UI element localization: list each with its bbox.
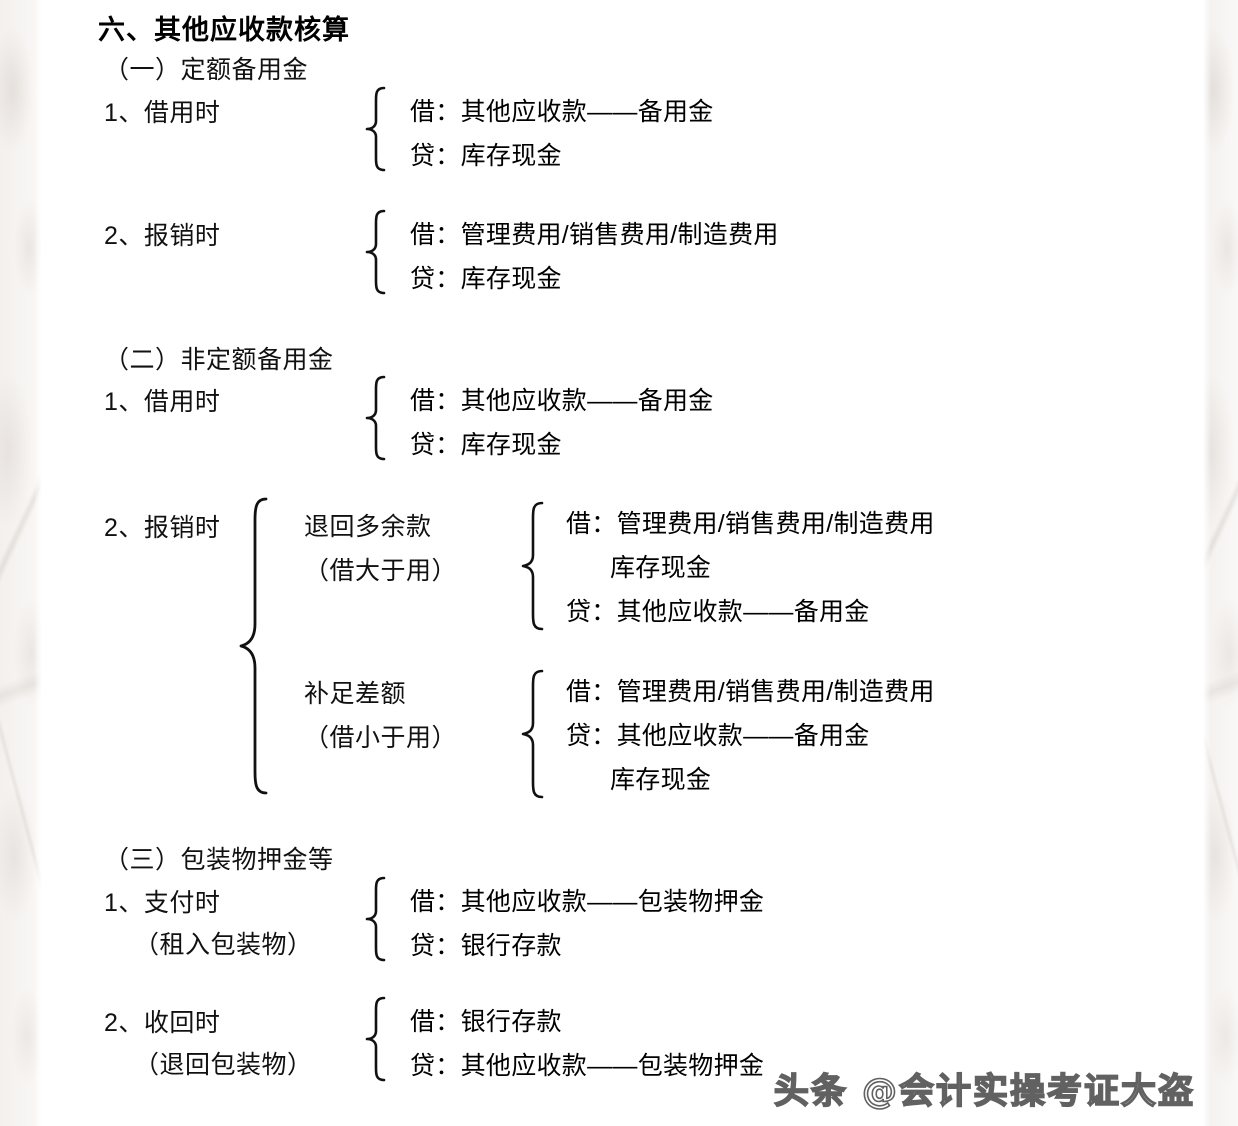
section-3-item-2-sublabel: （退回包装物） — [134, 1051, 313, 1079]
section-2-item-1-label: 1、借用时 — [104, 388, 221, 416]
entry-line: 贷：库存现金 — [410, 431, 562, 459]
section-heading-2: （二）非定额备用金 — [104, 346, 334, 374]
section-2-branch-2-entry: 借：管理费用/销售费用/制造费用 贷：其他应收款——备用金 库存现金 — [566, 670, 935, 802]
brace-section-2-item-2-outer — [238, 496, 272, 796]
entry-line: 借：其他应收款——备用金 — [410, 98, 714, 126]
section-2-branch-1-label: 退回多余款 （借大于用） — [304, 505, 457, 593]
entry-line: 贷：库存现金 — [410, 265, 562, 293]
section-1-item-1-entry: 借：其他应收款——备用金 贷：库存现金 — [410, 90, 714, 178]
entry-line: 贷：其他应收款——备用金 — [566, 722, 870, 750]
section-3-item-1-sublabel: （租入包装物） — [134, 931, 313, 959]
branch-label-line: （借小于用） — [304, 724, 458, 752]
branch-label-line: （借大于用） — [304, 557, 458, 585]
paper-texture-right-margin — [1203, 0, 1238, 1126]
brace-section-3-item-2 — [364, 996, 390, 1082]
brace-section-2-branch-1 — [520, 500, 548, 632]
section-2-item-1-entry: 借：其他应收款——备用金 贷：库存现金 — [410, 379, 714, 467]
section-1-item-2-label: 2、报销时 — [104, 222, 221, 250]
brace-section-2-item-1 — [364, 375, 390, 461]
document-page: 六、其他应收款核算 （一）定额备用金 1、借用时 借：其他应收款——备用金 贷：… — [42, 0, 1203, 1126]
entry-line: 借：管理费用/销售费用/制造费用 — [566, 510, 935, 538]
entry-line: 贷：其他应收款——包装物押金 — [410, 1052, 765, 1080]
section-3-item-2-label: 2、收回时 — [104, 1009, 221, 1037]
section-3-item-2-entry: 借：银行存款 贷：其他应收款——包装物押金 — [410, 1000, 764, 1088]
entry-line: 贷：银行存款 — [410, 932, 562, 960]
entry-line: 贷：其他应收款——备用金 — [566, 598, 870, 626]
entry-line: 借：银行存款 — [410, 1008, 562, 1036]
brace-section-2-branch-2 — [520, 668, 548, 800]
entry-line: 贷：库存现金 — [410, 142, 562, 170]
branch-label-line: 补足差额 — [304, 680, 407, 708]
brace-section-1-item-2 — [364, 209, 390, 295]
paper-texture-left-margin — [0, 0, 42, 1126]
watermark: 头条 @会计实操考证大盗 — [773, 1071, 1195, 1113]
entry-line: 库存现金 — [610, 554, 712, 582]
section-2-item-2-label: 2、报销时 — [104, 514, 221, 542]
section-1-item-2-entry: 借：管理费用/销售费用/制造费用 贷：库存现金 — [410, 213, 779, 301]
section-heading-1: （一）定额备用金 — [104, 56, 309, 84]
entry-line: 借：管理费用/销售费用/制造费用 — [410, 221, 779, 249]
section-heading-3: （三）包装物押金等 — [104, 846, 334, 874]
brace-section-1-item-1 — [364, 86, 390, 172]
branch-label-line: 退回多余款 — [304, 513, 432, 541]
entry-line: 借：管理费用/销售费用/制造费用 — [566, 678, 935, 706]
entry-line: 借：其他应收款——备用金 — [410, 387, 714, 415]
page-title: 六、其他应收款核算 — [98, 15, 350, 45]
section-3-item-1-label: 1、支付时 — [104, 889, 221, 917]
section-3-item-1-entry: 借：其他应收款——包装物押金 贷：银行存款 — [410, 880, 764, 968]
section-2-branch-1-entry: 借：管理费用/销售费用/制造费用 库存现金 贷：其他应收款——备用金 — [566, 502, 935, 634]
entry-line: 库存现金 — [610, 766, 712, 794]
section-2-branch-2-label: 补足差额 （借小于用） — [304, 672, 457, 760]
section-1-item-1-label: 1、借用时 — [104, 99, 221, 127]
entry-line: 借：其他应收款——包装物押金 — [410, 888, 765, 916]
brace-section-3-item-1 — [364, 876, 390, 962]
